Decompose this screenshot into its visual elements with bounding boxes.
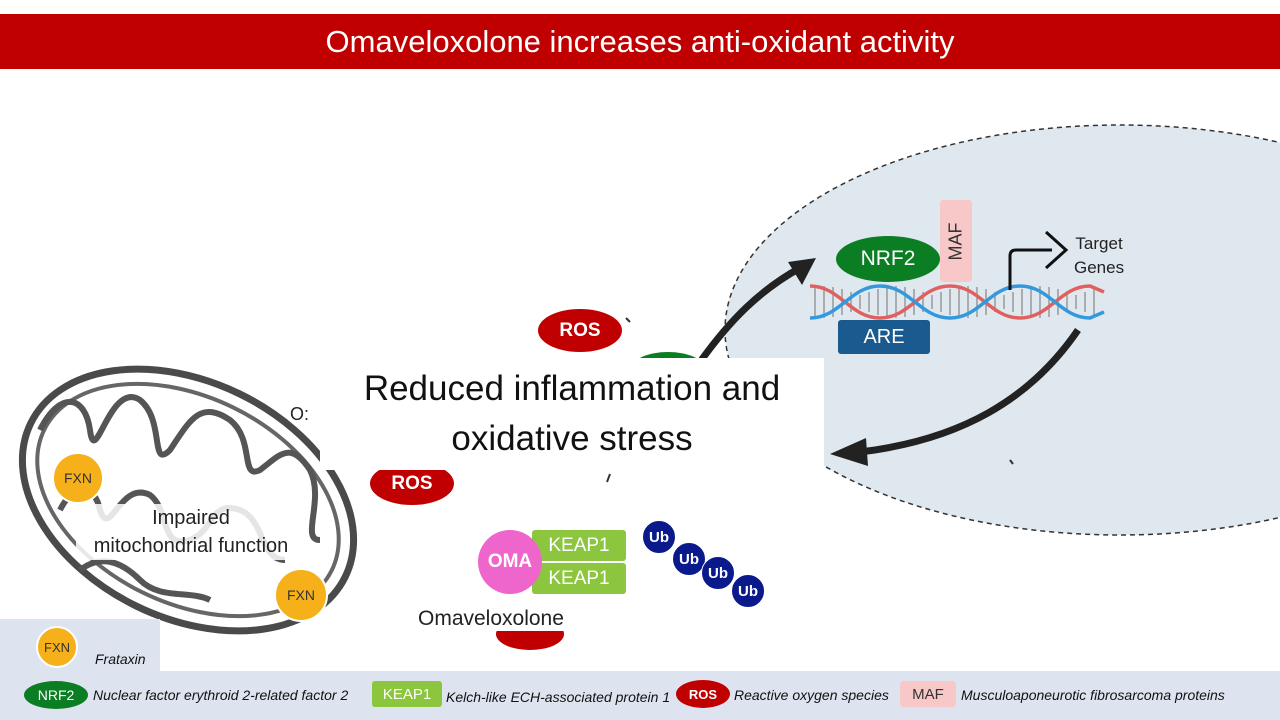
maf-label: MAF [945,222,966,260]
ubiquitin-3: Ub [701,556,735,590]
slide-title: Omaveloxolone increases anti-oxidant act… [0,14,1280,69]
impaired-line1: Impaired [152,507,230,529]
keap1-badge-lower: KEAP1 [532,563,626,594]
impaired-function-label: Impaired mitochondrial function [76,504,306,560]
mitochondrion [18,365,358,635]
legend-nrf2-desc: Nuclear factor erythroid 2-related facto… [93,687,349,703]
keap1-badge-upper: KEAP1 [532,530,626,561]
reduced-inflammation-overlay: Reduced inflammation and oxidative stres… [320,358,824,470]
target-genes-label: Target Genes [1074,232,1124,280]
legend-ros-desc: Reactive oxygen species [734,687,889,703]
legend-fxn-desc: Frataxin [95,651,146,667]
nrf2-nucleus-badge: NRF2 [836,236,940,282]
omaveloxolone-label: Omaveloxolone [418,607,564,631]
arrow-to-nucleus [697,264,802,365]
arrow-from-nucleus [859,328,1081,456]
overlay-line1: Reduced inflammation and [363,369,781,408]
ubiquitin-1: Ub [642,520,676,554]
legend-ros-badge: ROS [676,680,730,708]
overlay-line2: oxidative stress [451,419,693,458]
legend-fxn-panel: FXN Frataxin [0,619,160,673]
ubiquitin-4: Ub [731,574,765,608]
legend-fxn-badge: FXN [36,626,78,668]
legend-maf-desc: Musculoaponeurotic fibrosarcoma proteins [961,687,1225,703]
oma-badge: OMA [478,530,542,594]
legend-nrf2-badge: NRF2 [24,681,88,709]
legend-keap1-desc: Kelch-like ECH-associated protein 1 [446,689,671,705]
target-genes-arrow [1008,248,1052,290]
fxn-badge-upper: FXN [52,452,104,504]
partial-label: O: [290,404,310,424]
target-label-line2: Genes [1074,258,1125,277]
target-label-line1: Target [1075,234,1123,253]
legend-bar: NRF2 Nuclear factor erythroid 2-related … [0,671,1280,720]
ros-badge-top: ROS [538,309,622,352]
ubiquitin-2: Ub [672,542,706,576]
legend-maf-badge: MAF [900,681,956,707]
dna-helix [809,284,1105,320]
impaired-line2: mitochondrial function [93,535,289,557]
are-badge: ARE [838,320,930,354]
nucleus [724,124,1280,536]
legend-keap1-badge: KEAP1 [372,681,442,707]
fxn-badge-lower: FXN [274,568,328,622]
maf-badge: MAF [940,200,972,282]
